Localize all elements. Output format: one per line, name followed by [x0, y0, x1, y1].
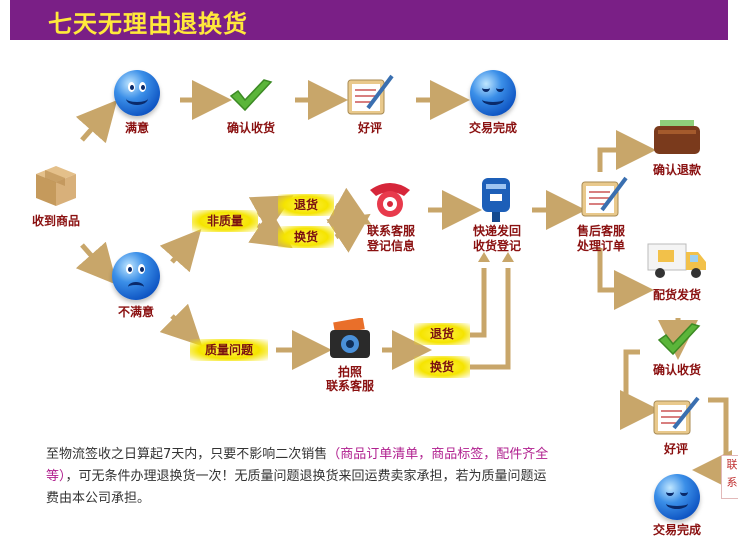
arrowhead-up-1 [478, 252, 490, 262]
arrow-received-to-unsatisfied [75, 241, 118, 286]
label-deal-complete-top: 交易完成 [468, 121, 517, 135]
arrow-aftersales-to-refund [597, 130, 656, 172]
checkmark-icon [228, 78, 274, 114]
smiley-wink-icon [654, 474, 700, 520]
tag-non-quality: 非质量 [192, 210, 258, 232]
label-good-review-right: 好评 [663, 442, 688, 456]
tag-quality-issue: 质量问题 [190, 339, 268, 361]
label-deal-complete-right: 交易完成 [652, 523, 701, 537]
label-contact-cs-2: 登记信息 [366, 239, 415, 253]
policy-note-part2: ，可无条件办理退换货一次！无质量问题退换货来回运费卖家承担，若为质量问题运费由本… [46, 469, 547, 506]
label-after-sales-1: 售后客服 [576, 224, 625, 238]
label-unsatisfied: 不满意 [117, 305, 154, 319]
label-good-review-top: 好评 [357, 121, 382, 135]
label-photo-1: 拍照 [337, 365, 362, 379]
label-received: 收到商品 [31, 214, 80, 228]
phone-icon [364, 176, 416, 220]
arrow-right-review-to-complete [692, 397, 732, 490]
arrow-nonquality-to-exchange [248, 209, 293, 249]
arrow-unsatisfied-to-quality [159, 303, 203, 347]
label-express-1: 快递发回 [472, 224, 521, 238]
clipboard-pen-icon [650, 396, 702, 436]
arrow-aftersales-to-ship [597, 248, 654, 310]
arrow-received-to-satisfied [75, 99, 118, 144]
tag-return-bottom: 退货 [414, 323, 470, 345]
label-ship-goods: 配货发货 [652, 288, 701, 302]
package-icon [32, 164, 80, 208]
label-after-sales-2: 处理订单 [576, 239, 625, 253]
tag-exchange-bottom: 换货 [414, 356, 470, 378]
label-express-2: 收货登记 [472, 239, 521, 253]
arrow-nonquality-to-return [248, 195, 294, 233]
arrow-return-up-1 [470, 268, 487, 338]
mailbox-icon [478, 176, 514, 222]
arrow-right-confirm-to-review [620, 349, 660, 430]
arrow-unsatisfied-to-nonquality [159, 229, 202, 273]
policy-note-highlight: （商品订单清单，商品标签，配件齐全等） [46, 447, 549, 484]
wallet-icon [652, 118, 702, 156]
label-confirm-receipt-right: 确认收货 [652, 363, 701, 377]
camera-icon [328, 317, 372, 360]
page-title: 七天无理由退换货 [48, 10, 248, 38]
title-banner: 七天无理由退换货 [10, 0, 728, 40]
label-confirm-refund: 确认退款 [652, 163, 701, 177]
arrow-return-to-contact [326, 187, 372, 225]
clipboard-pen-icon [344, 74, 396, 116]
smiley-wink-icon [470, 70, 516, 116]
truck-icon [646, 238, 708, 282]
policy-note-part1: 至物流签收之日算起7天内，只要不影响二次销售 [46, 447, 328, 462]
arrow-exchange-to-contact [326, 213, 371, 253]
clipboard-pen-icon [578, 176, 630, 220]
label-satisfied: 满意 [124, 121, 149, 135]
checkmark-icon [656, 322, 702, 358]
tag-return-top: 退货 [278, 194, 334, 216]
arrow-exchange-up-2 [470, 268, 511, 370]
label-confirm-receipt-top: 确认收货 [226, 121, 275, 135]
smiley-sad-icon [112, 252, 160, 300]
policy-note: 至物流签收之日算起7天内，只要不影响二次销售（商品订单清单，商品标签，配件齐全等… [46, 444, 556, 510]
label-photo-2: 联系客服 [325, 379, 374, 393]
side-contact-tab[interactable]: 联系 [721, 455, 738, 499]
tag-exchange-top: 换货 [278, 226, 334, 248]
smiley-happy-icon [114, 70, 160, 116]
arrowhead-up-2 [502, 252, 514, 262]
label-contact-cs-1: 联系客服 [366, 224, 415, 238]
